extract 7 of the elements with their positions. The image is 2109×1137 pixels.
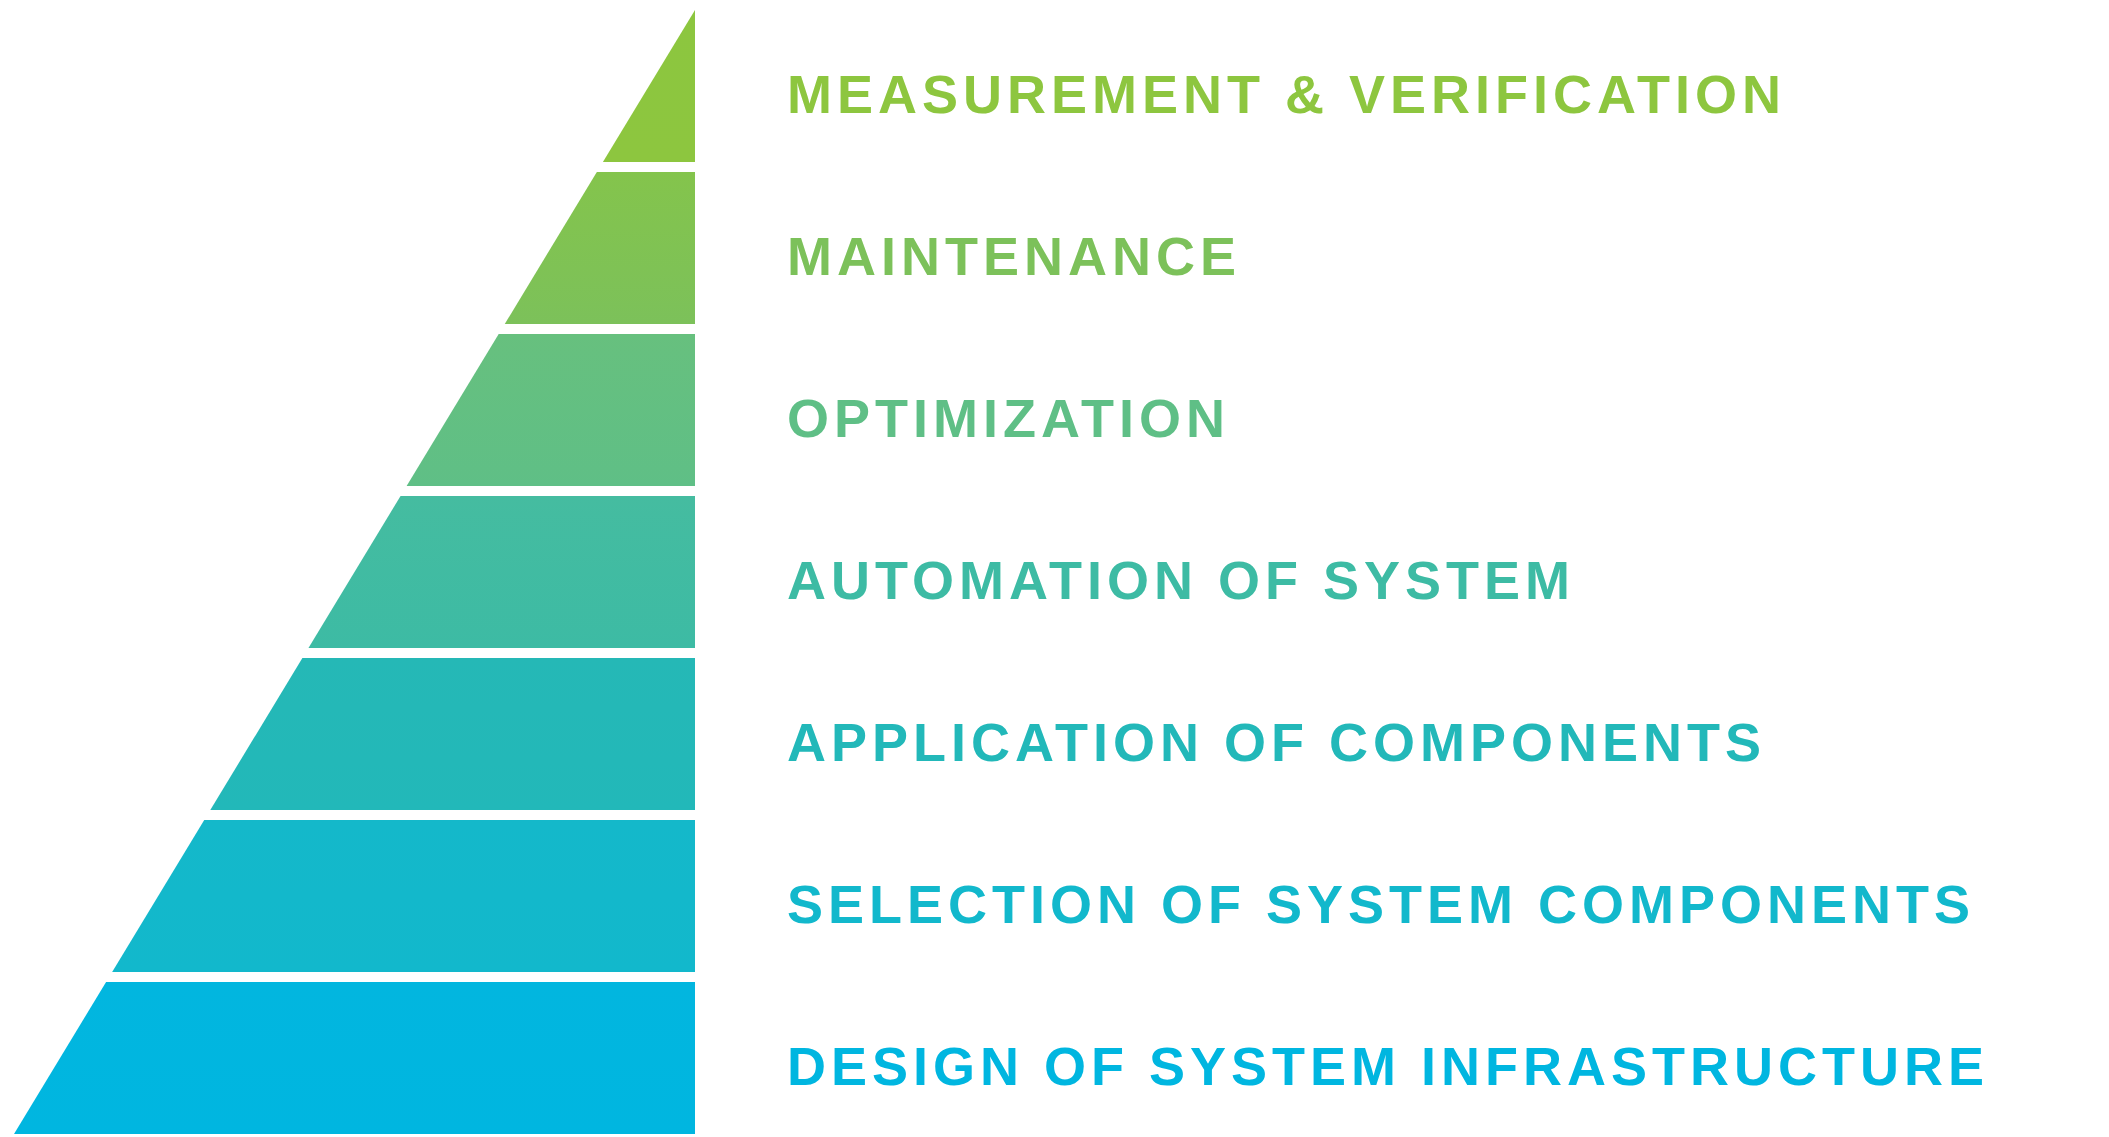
tier-label: SELECTION OF SYSTEM COMPONENTS xyxy=(787,874,1976,934)
tier-label: DESIGN OF SYSTEM INFRASTRUCTURE xyxy=(787,1036,1990,1096)
tier-label: APPLICATION OF COMPONENTS xyxy=(787,712,1766,772)
tier-label: MAINTENANCE xyxy=(787,226,1241,286)
tier-label: AUTOMATION OF SYSTEM xyxy=(787,550,1575,610)
tier-label: MEASUREMENT & VERIFICATION xyxy=(787,64,1786,124)
tier-label: OPTIMIZATION xyxy=(787,388,1230,448)
